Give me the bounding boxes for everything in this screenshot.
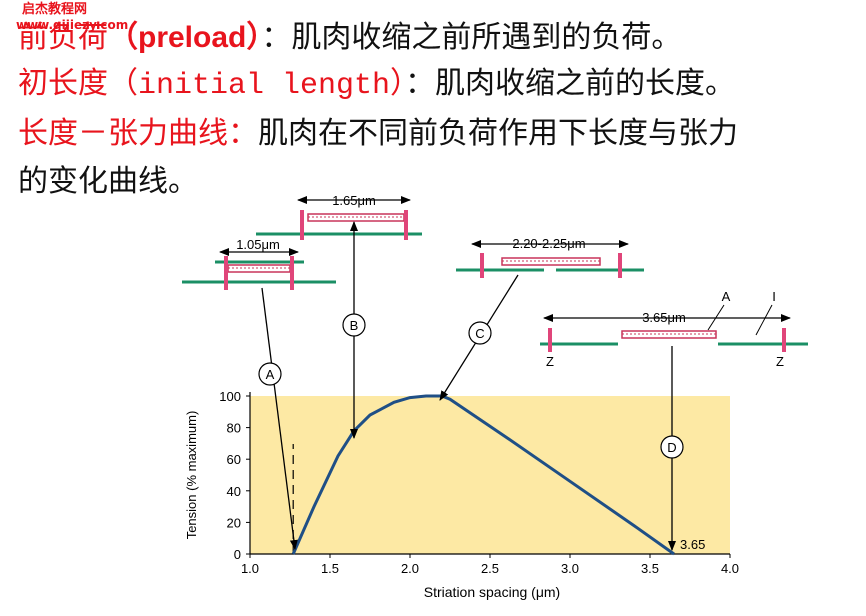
circle-label-b-text: B bbox=[350, 318, 359, 333]
a-band-pointer bbox=[707, 304, 725, 331]
sarcomere-a: 1.05μm bbox=[182, 237, 336, 290]
sarcomere-b: 1.65μm bbox=[256, 193, 422, 240]
x-tick-label: 4.0 bbox=[721, 561, 739, 576]
i-band-pointer bbox=[755, 304, 773, 336]
a-band-label: A bbox=[722, 289, 731, 304]
circle-label-d: D bbox=[660, 435, 684, 459]
term-preload-en: （preload） bbox=[108, 21, 262, 54]
y-tick-label: 100 bbox=[219, 389, 241, 404]
term-initial-length-en: （initial length） bbox=[108, 69, 406, 103]
x-tick-label: 1.5 bbox=[321, 561, 339, 576]
circle-label-d-text: D bbox=[667, 440, 676, 455]
sarcomere-c-label: 2.20-2.25μm bbox=[512, 236, 585, 251]
sarcomere-b-label: 1.65μm bbox=[332, 193, 376, 208]
desc-length-tension-cont: 的变化曲线。 bbox=[18, 164, 198, 199]
length-tension-curve bbox=[291, 394, 675, 556]
x-tick-label: 2.5 bbox=[481, 561, 499, 576]
x-axis-ticks: 1.0 1.5 2.0 2.5 3.0 3.5 4.0 bbox=[241, 554, 739, 576]
y-tick-label: 60 bbox=[227, 452, 241, 467]
x-tick-label: 3.5 bbox=[641, 561, 659, 576]
z-label-right: Z bbox=[776, 354, 784, 369]
desc-initial-length: 肌肉收缩之前的长度。 bbox=[435, 66, 736, 101]
circle-label-a: A bbox=[258, 362, 282, 386]
z-label-left: Z bbox=[546, 354, 554, 369]
desc-length-tension: 肌肉在不同前负荷作用下长度与张力 bbox=[258, 116, 738, 151]
term-length-tension: 长度－张力曲线： bbox=[18, 116, 258, 151]
watermark-url: www.qijiezy.com bbox=[16, 18, 129, 32]
sarcomere-d-label: 3.65μm bbox=[642, 310, 686, 325]
colon-1: ： bbox=[261, 20, 292, 55]
y-tick-label: 40 bbox=[227, 484, 241, 499]
desc-preload: 肌肉收缩之前所遇到的负荷。 bbox=[291, 20, 682, 55]
watermark-title: 启杰教程网 bbox=[22, 2, 88, 17]
y-tick-label: 0 bbox=[234, 547, 241, 562]
pointer-arrow-a bbox=[261, 287, 298, 550]
y-axis-label: Tension (% maximum) bbox=[184, 411, 199, 540]
circle-label-a-text: A bbox=[266, 367, 275, 382]
sarcomere-c: 2.20-2.25μm bbox=[456, 236, 644, 278]
definition-preload: 前负荷（preload）：肌肉收缩之前所遇到的负荷。 bbox=[18, 18, 681, 58]
sarcomere-d: 3.65μm Z Z A I bbox=[540, 289, 808, 369]
i-band-label: I bbox=[772, 289, 776, 304]
circle-label-c-text: C bbox=[475, 326, 484, 341]
definition-length-tension: 长度－张力曲线：肌肉在不同前负荷作用下长度与张力 bbox=[18, 114, 738, 154]
term-initial-length: 初长度 bbox=[18, 66, 108, 101]
curve-end-label: 3.65 bbox=[680, 537, 705, 552]
definition-length-tension-cont: 的变化曲线。 bbox=[18, 162, 198, 202]
circle-label-c: C bbox=[468, 321, 492, 345]
circle-label-b: B bbox=[342, 313, 366, 337]
colon-2: ： bbox=[405, 66, 436, 101]
x-tick-label: 3.0 bbox=[561, 561, 579, 576]
curve-points bbox=[293, 395, 675, 555]
x-axis-label: Striation spacing (μm) bbox=[424, 584, 560, 600]
sarcomere-d-thick-filament bbox=[621, 330, 717, 339]
y-axis-ticks: 0 20 40 60 80 100 bbox=[219, 389, 250, 562]
chart-shaded-band bbox=[250, 396, 730, 554]
y-tick-label: 80 bbox=[227, 421, 241, 436]
y-tick-label: 20 bbox=[227, 515, 241, 530]
x-tick-label: 1.0 bbox=[241, 561, 259, 576]
term-preload: 前负荷 bbox=[18, 20, 108, 55]
sarcomere-a-label: 1.05μm bbox=[236, 237, 280, 252]
definition-initial-length: 初长度（initial length）：肌肉收缩之前的长度。 bbox=[18, 64, 735, 106]
x-tick-label: 2.0 bbox=[401, 561, 419, 576]
